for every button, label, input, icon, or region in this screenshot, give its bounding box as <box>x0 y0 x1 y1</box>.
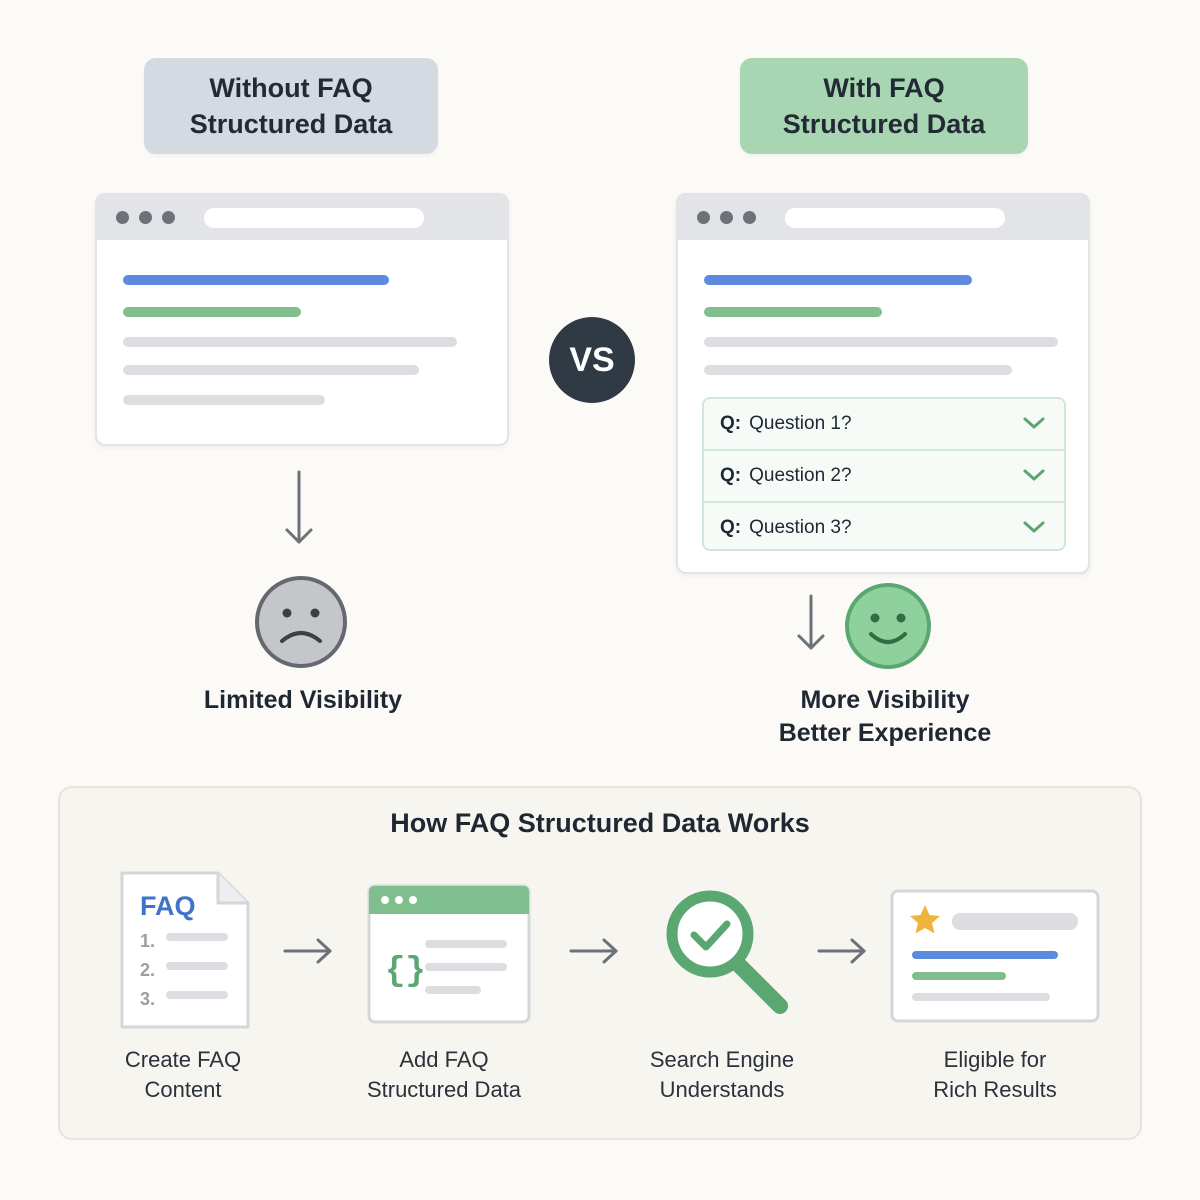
step-label-line: Eligible for <box>943 1047 1047 1072</box>
browser-title-bar <box>97 195 507 240</box>
faq-question: Question 2? <box>749 465 852 486</box>
result-title-line <box>123 275 389 285</box>
step-label-line: Structured Data <box>366 1077 522 1102</box>
result-snippet-line <box>704 365 1012 375</box>
step-label-line: Search Engine <box>649 1047 795 1072</box>
right-arrow-icon <box>283 938 332 964</box>
doc-number: 2. <box>140 960 155 980</box>
address-bar <box>785 208 1005 228</box>
result-url-line <box>704 307 882 317</box>
address-bar <box>204 208 424 228</box>
more-visibility-label: More Visibility Better Experience <box>740 684 1030 750</box>
faq-question: Question 1? <box>749 413 852 434</box>
window-dot-icon <box>116 211 129 224</box>
result-snippet-line <box>123 395 325 405</box>
result-snippet-line <box>704 337 1058 347</box>
result-snippet-line <box>123 337 457 347</box>
down-arrow-icon <box>797 594 825 650</box>
step-label-add-structured-data: Add FAQ Structured Data <box>339 1045 549 1105</box>
faq-item-3[interactable]: Q: Question 3? <box>704 501 1064 553</box>
faq-accordion: Q: Question 1? Q: Question 2? Q: Questio… <box>702 397 1066 551</box>
step-label-line: Create FAQ <box>124 1047 242 1072</box>
window-dot-icon <box>743 211 756 224</box>
step-label-line: Content <box>144 1077 222 1102</box>
window-dot-icon <box>162 211 175 224</box>
faq-q-prefix: Q: <box>720 465 742 486</box>
faq-item-1[interactable]: Q: Question 1? <box>704 399 1064 449</box>
sad-face-icon <box>255 576 347 668</box>
faq-q-prefix: Q: <box>720 413 742 434</box>
chevron-down-icon[interactable] <box>1022 518 1046 536</box>
doc-number: 3. <box>140 989 155 1009</box>
window-dot-icon <box>139 211 152 224</box>
code-brace-glyph: {} <box>385 953 426 991</box>
more-visibility-line1: More Visibility <box>800 686 970 714</box>
result-snippet-line <box>123 365 419 375</box>
faq-question: Question 3? <box>749 517 852 538</box>
result-url-line <box>123 307 301 317</box>
faq-q-prefix: Q: <box>720 517 742 538</box>
right-arrow-icon <box>569 938 618 964</box>
step-label-search-engine: Search Engine Understands <box>622 1045 822 1105</box>
window-dot-icon <box>697 211 710 224</box>
without-faq-label-line1: Without FAQ <box>209 73 373 103</box>
document-icon: FAQ 1. 2. 3. <box>120 871 250 1029</box>
step-label-rich-results: Eligible for Rich Results <box>895 1045 1095 1105</box>
happy-face-icon <box>845 583 931 669</box>
star-icon <box>910 905 940 934</box>
with-faq-label-line2: Structured Data <box>782 109 986 139</box>
rich-search-result-window: Q: Question 1? Q: Question 2? Q: Questio… <box>676 193 1090 574</box>
step-label-line: Understands <box>659 1077 785 1102</box>
step-label-create-faq: Create FAQ Content <box>88 1045 278 1105</box>
without-faq-label: Without FAQ Structured Data <box>144 58 438 154</box>
without-faq-label-line2: Structured Data <box>189 109 393 139</box>
step-label-line: Add FAQ <box>399 1047 489 1072</box>
step-label-line: Rich Results <box>933 1077 1057 1102</box>
chevron-down-icon[interactable] <box>1022 466 1046 484</box>
faq-doc-title: FAQ <box>140 891 196 921</box>
more-visibility-line2: Better Experience <box>778 719 992 747</box>
doc-number: 1. <box>140 931 155 951</box>
rich-result-card-icon <box>890 889 1100 1023</box>
right-arrow-icon <box>817 938 866 964</box>
plain-search-result-window <box>95 193 509 446</box>
window-dot-icon <box>720 211 733 224</box>
browser-title-bar <box>678 195 1088 240</box>
with-faq-label: With FAQ Structured Data <box>740 58 1028 154</box>
with-faq-label-line1: With FAQ <box>823 73 945 103</box>
chevron-down-icon[interactable] <box>1022 414 1046 432</box>
result-title-line <box>704 275 972 285</box>
vs-badge: VS <box>549 317 635 403</box>
faq-item-2[interactable]: Q: Question 2? <box>704 449 1064 501</box>
process-title: How FAQ Structured Data Works <box>390 808 810 838</box>
limited-visibility-label: Limited Visibility <box>203 686 403 714</box>
down-arrow-icon <box>285 470 313 544</box>
magnifier-check-icon <box>666 890 788 1014</box>
code-window-icon: {} <box>367 884 531 1024</box>
